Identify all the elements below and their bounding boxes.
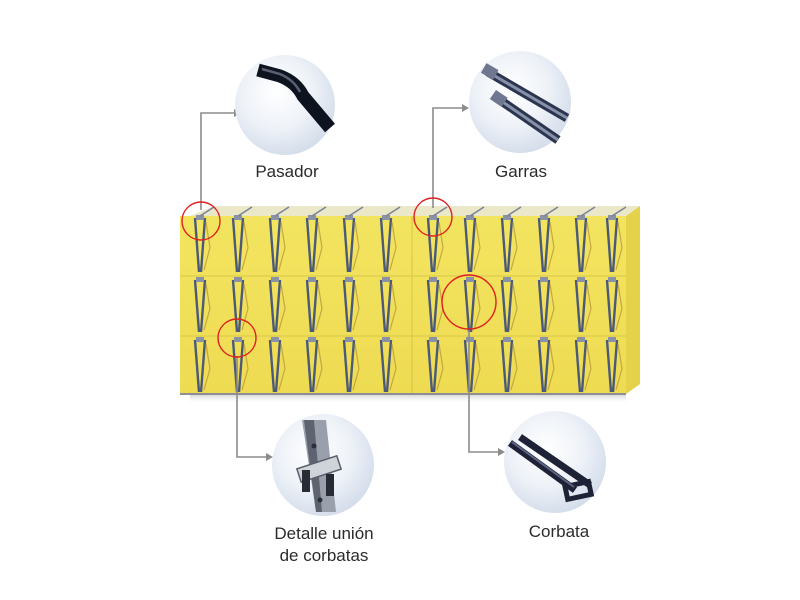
wall-tie	[342, 215, 360, 273]
top-pins	[199, 206, 627, 217]
pasador-highlight	[181, 201, 221, 241]
wall-tie	[426, 215, 444, 273]
tie-joint-icon	[295, 420, 343, 512]
wall-tie	[305, 337, 323, 393]
wall-tie	[193, 215, 211, 273]
wall-tie	[500, 337, 518, 393]
wall-tie	[537, 215, 555, 273]
wall-tie	[574, 337, 592, 393]
corbata-pointer	[468, 330, 498, 453]
wall-tie	[605, 277, 623, 333]
top-pin	[506, 206, 522, 217]
pasador-pointer	[200, 112, 234, 210]
corbata-label: Corbata	[528, 522, 590, 541]
wall-tie	[379, 215, 397, 273]
detalle-callout	[272, 414, 374, 516]
top-pin	[580, 206, 596, 217]
wall-tie	[379, 337, 397, 393]
top-pin	[311, 206, 327, 217]
wall-tie	[605, 337, 623, 393]
garras-highlight	[413, 197, 453, 237]
garras-pointer	[432, 107, 462, 208]
garras-label: Garras	[495, 162, 547, 181]
wall-tie	[605, 215, 623, 273]
bent-rod-icon	[256, 63, 335, 133]
detalle-pointer	[236, 356, 266, 458]
wall-tie	[537, 337, 555, 393]
insulation-wall	[180, 206, 640, 404]
tie-loop-icon	[507, 434, 595, 503]
wall-tie	[500, 215, 518, 273]
claw-bracket-icon	[480, 63, 570, 144]
top-pin	[274, 206, 290, 217]
top-pin	[432, 206, 448, 217]
wall-tie	[268, 337, 286, 393]
detalle-label-line1: Detalle unión	[274, 524, 374, 543]
wall-front-face	[180, 216, 626, 394]
wall-tie	[268, 215, 286, 273]
wall-tie	[342, 277, 360, 333]
top-pin	[543, 206, 559, 217]
top-pin	[237, 206, 253, 217]
detalle-label-line2: de corbatas	[279, 546, 369, 565]
wall-tie	[463, 277, 481, 333]
corbata-callout	[504, 411, 606, 513]
wall-side-face	[626, 206, 640, 394]
wall-tie	[305, 215, 323, 273]
top-pin	[469, 206, 485, 217]
top-pin	[611, 206, 627, 217]
top-pin	[199, 206, 215, 217]
highlight-circles	[181, 197, 497, 358]
wall-tie	[500, 277, 518, 333]
wall-tie	[193, 277, 211, 333]
wall-tie	[574, 277, 592, 333]
wall-tie	[537, 277, 555, 333]
wall-tie	[268, 277, 286, 333]
wall-tie	[426, 337, 444, 393]
garras-callout	[469, 51, 571, 153]
top-pin	[348, 206, 364, 217]
wall-tie	[231, 277, 249, 333]
wall-tie	[574, 215, 592, 273]
wall-tie	[193, 337, 211, 393]
pasador-label: Pasador	[255, 162, 319, 181]
wall-tie	[342, 337, 360, 393]
wall-tie	[305, 277, 323, 333]
detalle-highlight	[217, 318, 257, 358]
pasador-callout	[235, 55, 335, 155]
wall-tie	[379, 277, 397, 333]
top-pin	[385, 206, 401, 217]
wall-tie	[463, 215, 481, 273]
wall-tie	[231, 215, 249, 273]
corbata-highlight	[441, 274, 497, 330]
